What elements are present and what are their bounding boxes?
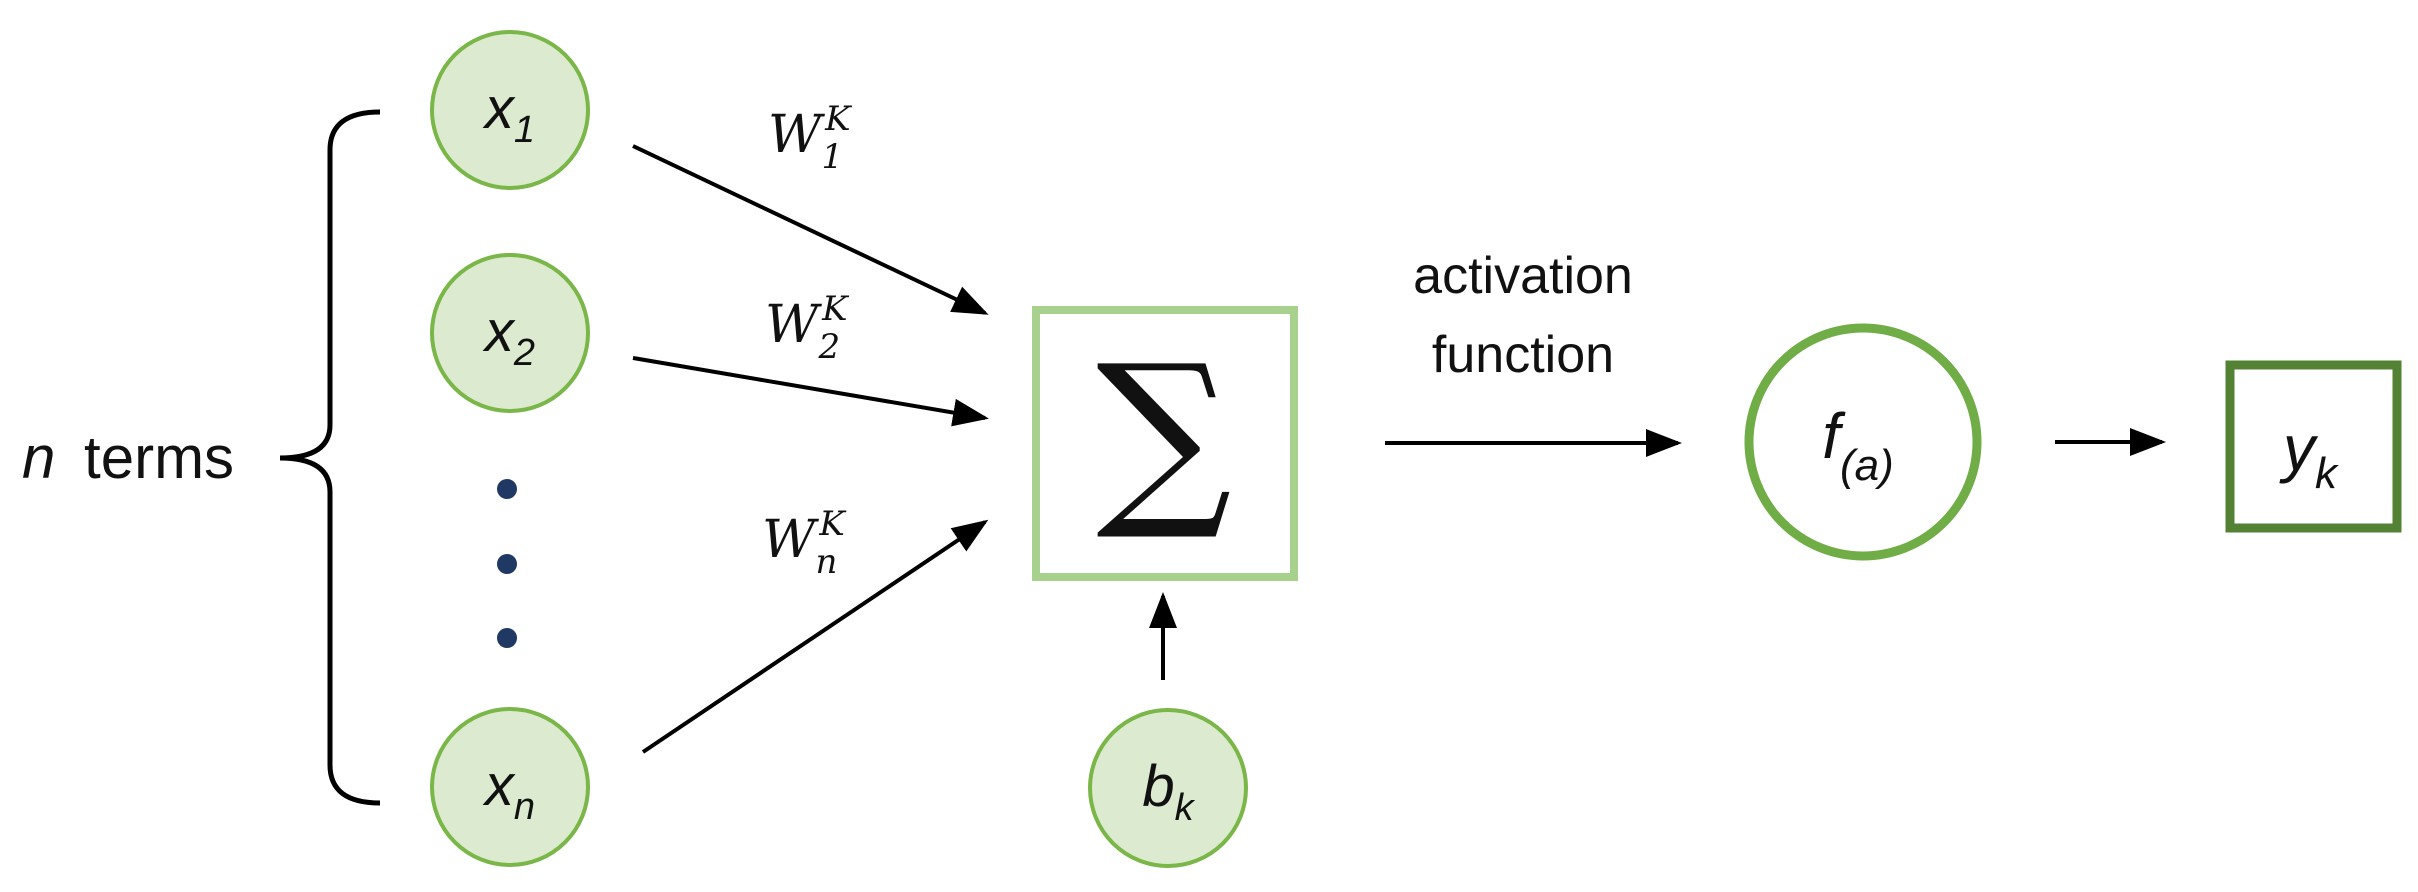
weight-arrow-1 (632, 144, 989, 315)
input-x1-base: x (482, 76, 516, 141)
input-x1-sub: 1 (514, 109, 535, 151)
output-base: y (2279, 412, 2319, 484)
weight-label-1: W1K (768, 99, 853, 177)
output-box (2225, 360, 2402, 533)
input-xn-base: x (482, 753, 516, 818)
activation-node: f(a) (1744, 323, 1982, 561)
bias-base: b (1142, 754, 1174, 819)
input-node-x1: x1 (430, 30, 590, 190)
input-x2-base: x (482, 299, 516, 364)
summation-node: ∑ (1032, 306, 1298, 581)
svg-text:bk: bk (1142, 754, 1195, 829)
input-node-xn-circle (430, 707, 590, 867)
activation-label-line2: function (1432, 326, 1614, 384)
ellipsis-dots-icon (497, 479, 517, 648)
svg-text:xn: xn (482, 753, 535, 828)
n-terms-text: terms (84, 424, 234, 491)
weight-arrow-n (641, 519, 989, 754)
input-node-x2: x2 (430, 253, 590, 413)
input-xn-sub: n (514, 786, 535, 828)
bias-sub: k (1175, 787, 1196, 829)
output-sub: k (2315, 449, 2339, 498)
input-node-x2-circle (430, 253, 590, 413)
brace-icon (279, 109, 381, 806)
svg-text:x2: x2 (482, 299, 535, 374)
bias-node: bk (1088, 708, 1248, 868)
svg-text:x1: x1 (482, 76, 535, 151)
activation-label-line1: activation (1413, 247, 1633, 305)
input-node-x1-circle (430, 30, 590, 190)
weight-arrow-2 (632, 356, 989, 427)
sigma-icon: ∑ (1096, 324, 1232, 545)
summation-box (1032, 306, 1298, 581)
activation-node-circle (1744, 323, 1982, 561)
n-terms-var: n (22, 424, 55, 491)
output-node: yk (2225, 360, 2402, 533)
activation-sub: (a) (1840, 441, 1894, 490)
bias-node-circle (1088, 708, 1248, 868)
svg-text:yk: yk (2279, 412, 2339, 498)
weight-label-2: W2K (765, 289, 850, 367)
input-x2-sub: 2 (513, 332, 535, 374)
svg-text:f(a): f(a) (1822, 400, 1894, 490)
n-terms-label: n terms (22, 424, 234, 491)
weight-label-n: WnK (762, 504, 847, 582)
input-node-xn: xn (430, 707, 590, 867)
